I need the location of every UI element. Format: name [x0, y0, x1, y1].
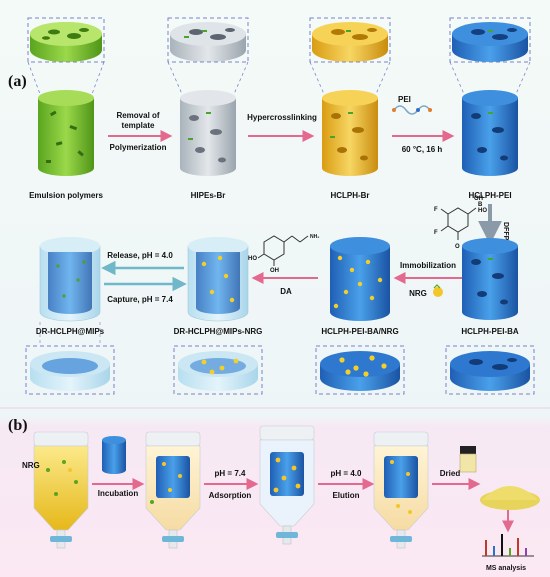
da-oh: OH — [270, 268, 279, 274]
dffpba-molecule-icon — [440, 207, 477, 240]
bottom-nrg-label: NRG — [22, 461, 40, 470]
da-ho1: HO — [248, 256, 257, 262]
slice-hclph-pei-ba-nrg — [320, 351, 400, 391]
capture-label: Capture, pH = 7.4 — [107, 295, 173, 304]
spe-column-adsorption — [259, 425, 315, 545]
ph74-label: pH = 7.4 — [215, 469, 246, 478]
spe-column-elution — [373, 431, 429, 549]
zoom-box — [315, 345, 405, 395]
hipes-slice — [170, 22, 246, 62]
polymerization-label: Polymerization — [110, 143, 167, 152]
hclph-br-slice — [312, 22, 388, 62]
condition-label: 60 °C, 16 h — [402, 145, 443, 154]
slice-hclph-pei-ba — [450, 351, 530, 391]
pei-molecule-icon — [393, 105, 431, 115]
removal-label-2: template — [122, 121, 155, 130]
zoom-box — [445, 345, 535, 395]
sample-vial-icon — [459, 446, 477, 473]
panel-b-label: (b) — [8, 417, 28, 434]
dr-mips-cylinder — [39, 237, 101, 322]
dr-mips-nrg-label: DR-HCLPH@MIPs-NRG — [174, 327, 263, 336]
hclph-br-cylinder — [322, 90, 378, 176]
ph40-label: pH = 4.0 — [331, 469, 362, 478]
f-top: F — [434, 207, 438, 213]
zoom-box — [449, 17, 531, 63]
emulsion-polymer-cylinder — [38, 90, 94, 176]
slice-dr-mips — [30, 351, 110, 391]
boronic-oh: OH — [474, 196, 483, 202]
elution-label: Elution — [332, 491, 359, 500]
dr-mips-label: DR-HCLPH@MIPs — [36, 327, 105, 336]
dried-powder-icon — [480, 486, 540, 510]
aldehyde-o: O — [455, 244, 460, 250]
zoom-box — [167, 17, 249, 63]
emulsion-label: Emulsion polymers — [29, 191, 103, 200]
zoom-box — [25, 345, 115, 395]
hclph-br-label: HCLPH-Br — [330, 191, 369, 200]
hipes-label: HIPEs-Br — [191, 191, 226, 200]
small-hclph-cylinder — [102, 436, 126, 474]
zoom-box — [309, 17, 391, 63]
f-bottom: F — [434, 230, 438, 236]
da-label: DA — [280, 287, 292, 296]
da-nh2: NH₂ — [310, 234, 319, 240]
dried-label: Dried — [440, 469, 461, 478]
dr-mips-nrg-cylinder — [187, 237, 249, 322]
slice-dr-mips-nrg — [178, 351, 258, 391]
hclph-pei-ba-label: HCLPH-PEI-BA — [461, 327, 519, 336]
hclph-pei-ba-nrg-label: HCLPH-PEI-BA/NRG — [321, 327, 398, 336]
immobilization-label: Immobilization — [400, 261, 456, 270]
panel-a-label: (a) — [8, 73, 27, 90]
zoom-box — [173, 345, 263, 395]
spe-column-nrg — [33, 431, 89, 549]
nrg-molecule-icon — [433, 284, 443, 297]
hclph-pei-ba-cylinder — [462, 238, 518, 320]
release-label: Release, pH = 4.0 — [107, 251, 173, 260]
hclph-pei-slice — [452, 22, 528, 62]
dffpba-label: DFFPBA — [502, 222, 509, 250]
adsorption-label: Adsorption — [209, 491, 252, 500]
hclph-pei-label: HCLPH-PEI — [468, 191, 511, 200]
hclph-pei-cylinder — [462, 90, 518, 176]
hclph-pei-ba-nrg-cylinder — [330, 237, 390, 321]
ms-analysis-label: MS analysis — [486, 565, 526, 572]
boronic-b: B — [478, 202, 483, 208]
ms-spectrum-icon — [482, 534, 534, 557]
incubation-label: Incubation — [98, 489, 139, 498]
hipes-cylinder — [180, 90, 236, 176]
removal-label-1: Removal of — [116, 111, 159, 120]
dopamine-molecule-icon — [257, 235, 309, 266]
pei-label: PEI — [398, 95, 411, 104]
hypercrosslinking-label: Hypercrosslinking — [247, 113, 317, 122]
spe-column-incubation — [145, 431, 201, 549]
emulsion-polymer-slice — [30, 22, 102, 62]
nrg-label: NRG — [409, 289, 427, 298]
boronic-ho: HO — [478, 208, 487, 214]
